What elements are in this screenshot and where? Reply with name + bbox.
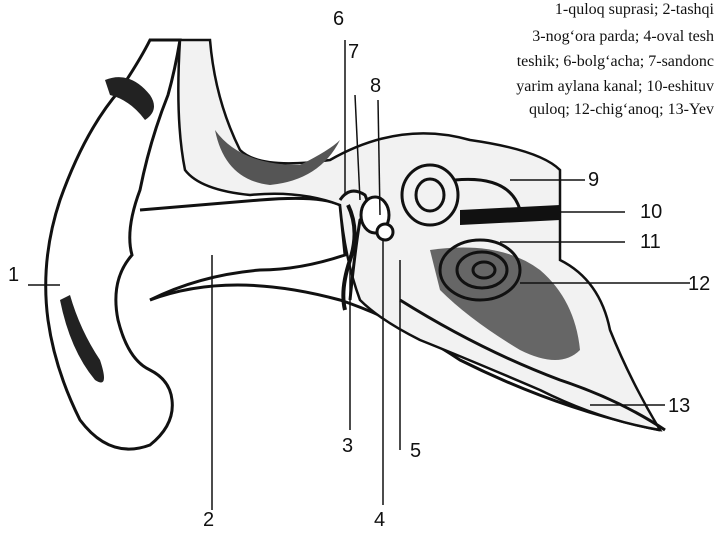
label-5: 5 bbox=[410, 440, 421, 462]
caption-line-5: quloq; 12-chig‘anoq; 13-Yev bbox=[529, 100, 714, 119]
caption-line-2: 3-nog‘ora parda; 4-oval tesh bbox=[532, 27, 714, 46]
caption-line-4: yarim aylana kanal; 10-eshituv bbox=[516, 77, 714, 96]
label-6: 6 bbox=[333, 8, 344, 30]
label-2: 2 bbox=[203, 509, 214, 530]
label-1: 1 bbox=[8, 264, 19, 286]
caption-line-1: 1-quloq suprasi; 2-tashqi bbox=[555, 0, 714, 19]
label-10: 10 bbox=[640, 201, 662, 223]
temporal-bone bbox=[178, 40, 660, 430]
label-4: 4 bbox=[374, 509, 385, 530]
label-9: 9 bbox=[588, 169, 599, 191]
caption-line-3: teshik; 6-bolg‘acha; 7-sandonc bbox=[517, 52, 714, 71]
label-12: 12 bbox=[688, 273, 710, 295]
auricle bbox=[46, 40, 180, 449]
label-8: 8 bbox=[370, 75, 381, 97]
label-13: 13 bbox=[668, 395, 690, 417]
stapes bbox=[377, 224, 393, 240]
label-11: 11 bbox=[640, 231, 661, 253]
label-3: 3 bbox=[342, 435, 353, 457]
label-7: 7 bbox=[348, 41, 359, 63]
